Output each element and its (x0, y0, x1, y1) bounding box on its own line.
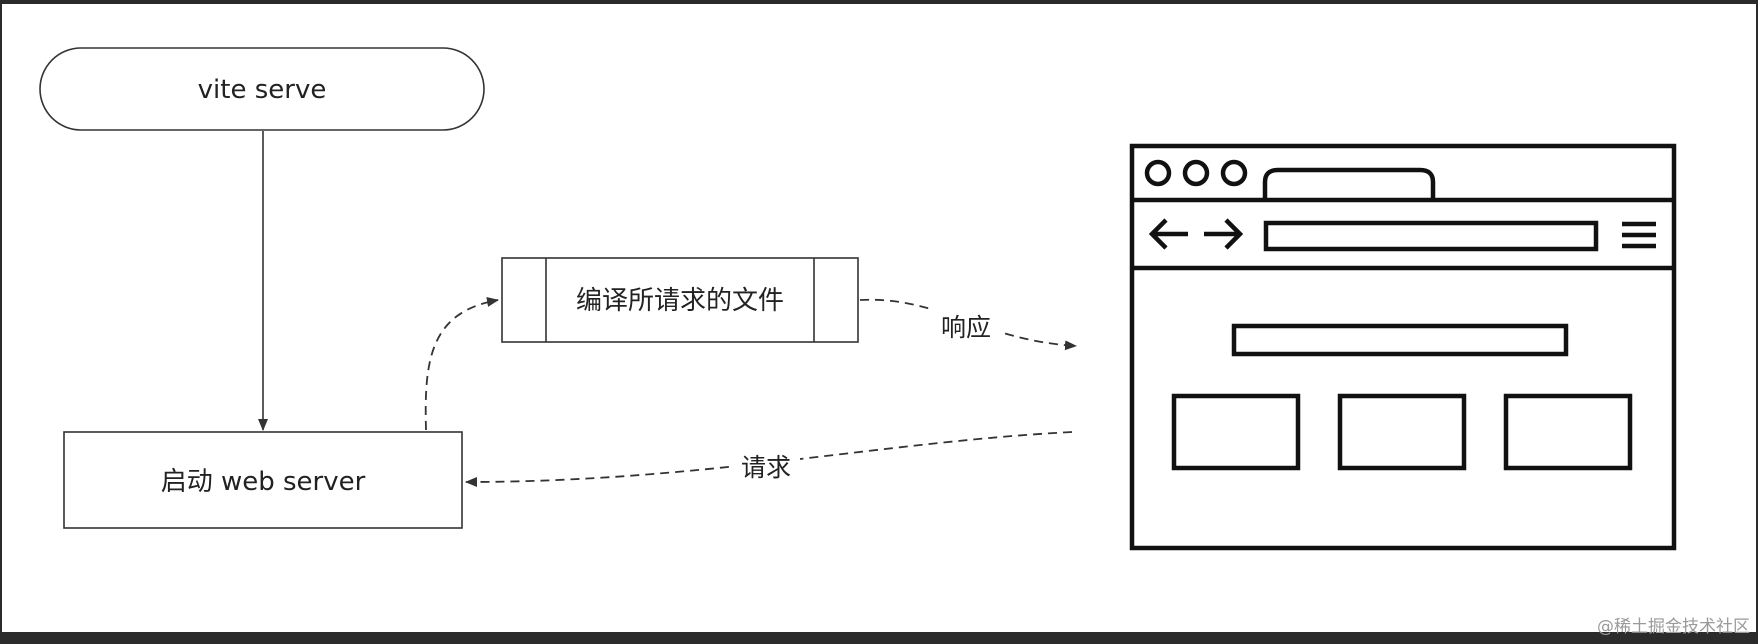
compile-files-label: 编译所请求的文件 (576, 286, 784, 316)
arrow-response (859, 298, 1077, 351)
vite-serve-node: vite serve (39, 47, 485, 131)
arrow-server-to-compile (424, 296, 499, 431)
browser-window-icon (1129, 143, 1677, 551)
compile-files-node: 编译所请求的文件 (501, 257, 859, 343)
menu-icon (1622, 221, 1656, 249)
response-label: 响应 (941, 313, 991, 342)
vite-serve-label: vite serve (198, 75, 327, 105)
watermark-text: @稀土掘金技术社区 (1597, 617, 1750, 637)
request-label: 请求 (741, 453, 791, 482)
start-web-server-node: 启动 web server (63, 431, 463, 529)
start-web-server-label: 启动 web server (161, 467, 366, 497)
forward-arrow-icon (1204, 218, 1244, 250)
back-arrow-icon (1148, 218, 1188, 250)
